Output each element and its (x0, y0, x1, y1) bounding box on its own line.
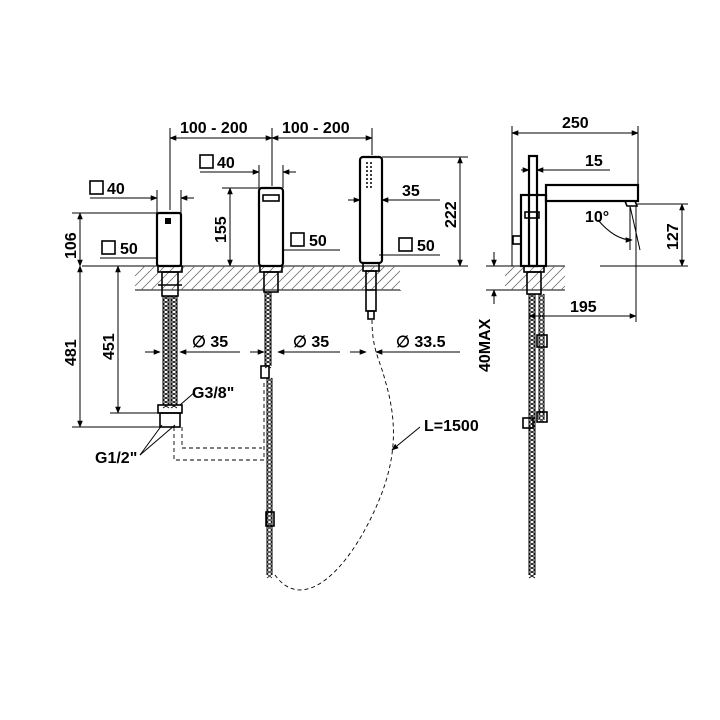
dim-height-155: 155 (213, 216, 230, 243)
dimension-labels: 100 - 200 100 - 200 250 40 40 50 50 50 1… (63, 115, 682, 467)
dimension-lines (72, 126, 688, 456)
dim-square-50-c: 50 (417, 238, 435, 255)
dim-width-15: 15 (585, 153, 603, 170)
mixer-unit (155, 211, 183, 428)
dim-diameter-33-5: ∅ 33.5 (396, 334, 446, 351)
deck-section (82, 265, 566, 292)
hose-length-label: L=1500 (424, 418, 479, 435)
dim-spacing-right: 100 - 200 (282, 120, 350, 137)
square-symbol-icon (398, 237, 413, 252)
dim-reach-195: 195 (570, 299, 597, 316)
dim-diameter-35-b: ∅ 35 (293, 334, 329, 351)
dim-overall-width: 250 (562, 115, 589, 132)
braided-hose (162, 295, 178, 409)
dim-spacing-left: 100 - 200 (180, 120, 248, 137)
dim-width-35: 35 (402, 183, 420, 200)
thread-g12-label: G1/2" (95, 450, 137, 467)
dim-square-40-b: 40 (217, 155, 235, 172)
dim-height-127: 127 (665, 223, 682, 250)
dim-40-max: 40MAX (477, 318, 494, 372)
dim-depth-451: 451 (101, 333, 118, 360)
spout-hose (264, 291, 273, 579)
dim-angle-10: 10° (585, 209, 609, 226)
dim-height-222: 222 (443, 201, 460, 228)
thread-g38-label: G3/8" (192, 385, 234, 402)
dim-square-50-b: 50 (309, 233, 327, 250)
square-symbol-icon (101, 240, 116, 255)
dim-height-106: 106 (63, 232, 80, 259)
square-symbol-icon (290, 232, 305, 247)
dim-square-40-a: 40 (107, 181, 125, 198)
square-symbol-icon (199, 154, 214, 169)
square-symbol-icon (89, 180, 104, 195)
side-view (512, 154, 640, 579)
handshower-unit (358, 155, 384, 320)
dim-diameter-35-a: ∅ 35 (192, 334, 228, 351)
spout-unit (257, 186, 285, 579)
dim-square-50-a: 50 (120, 241, 138, 258)
supply-routing (173, 319, 394, 591)
dim-depth-481: 481 (63, 339, 80, 366)
